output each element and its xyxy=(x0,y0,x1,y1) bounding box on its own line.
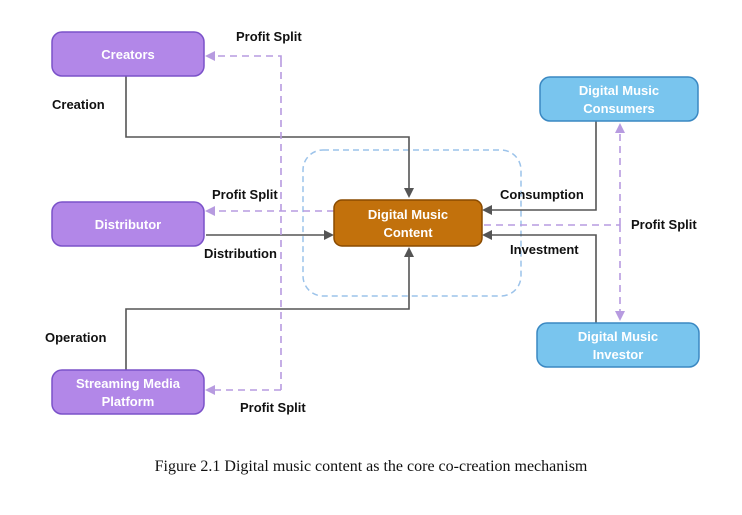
profit-split-label-top: Profit Split xyxy=(236,29,302,44)
core-dashed-frame xyxy=(302,149,522,297)
streaming-platform-node: Streaming Media Platform xyxy=(51,369,205,415)
creation-label: Creation xyxy=(52,97,105,112)
consumers-node: Digital Music Consumers xyxy=(539,76,699,122)
distribution-label: Distribution xyxy=(204,246,277,261)
streaming-node-label-line2: Platform xyxy=(102,394,155,409)
creators-node-label: Creators xyxy=(101,47,154,62)
investment-label: Investment xyxy=(510,242,579,257)
streaming-node-label-line1: Streaming Media xyxy=(76,376,181,391)
profit-split-label-bottom: Profit Split xyxy=(240,400,306,415)
profit-split-label-right: Profit Split xyxy=(631,217,697,232)
investor-node-label-line2: Investor xyxy=(593,347,644,362)
creation-arrow xyxy=(125,76,414,198)
consumers-node-label-line2: Consumers xyxy=(583,101,655,116)
consumers-node-label-line1: Digital Music xyxy=(579,83,659,98)
investment-arrow xyxy=(482,230,597,323)
consumption-label: Consumption xyxy=(500,187,584,202)
content-node-label-line1: Digital Music xyxy=(368,207,448,222)
operation-label: Operation xyxy=(45,330,106,345)
consumption-arrow xyxy=(482,121,597,215)
figure-caption: Figure 2.1 Digital music content as the … xyxy=(154,458,588,475)
content-node-label-line2: Content xyxy=(383,225,433,240)
investor-node-label-line1: Digital Music xyxy=(578,329,658,344)
profit-split-creators-arrow xyxy=(205,51,282,61)
distributor-node-label: Distributor xyxy=(95,217,161,232)
operation-arrow xyxy=(125,247,414,370)
digital-music-content-node: Digital Music Content xyxy=(333,199,483,247)
investor-node: Digital Music Investor xyxy=(536,322,700,368)
profit-split-label-mid: Profit Split xyxy=(212,187,278,202)
creators-node: Creators xyxy=(51,31,205,77)
distributor-node: Distributor xyxy=(51,201,205,247)
